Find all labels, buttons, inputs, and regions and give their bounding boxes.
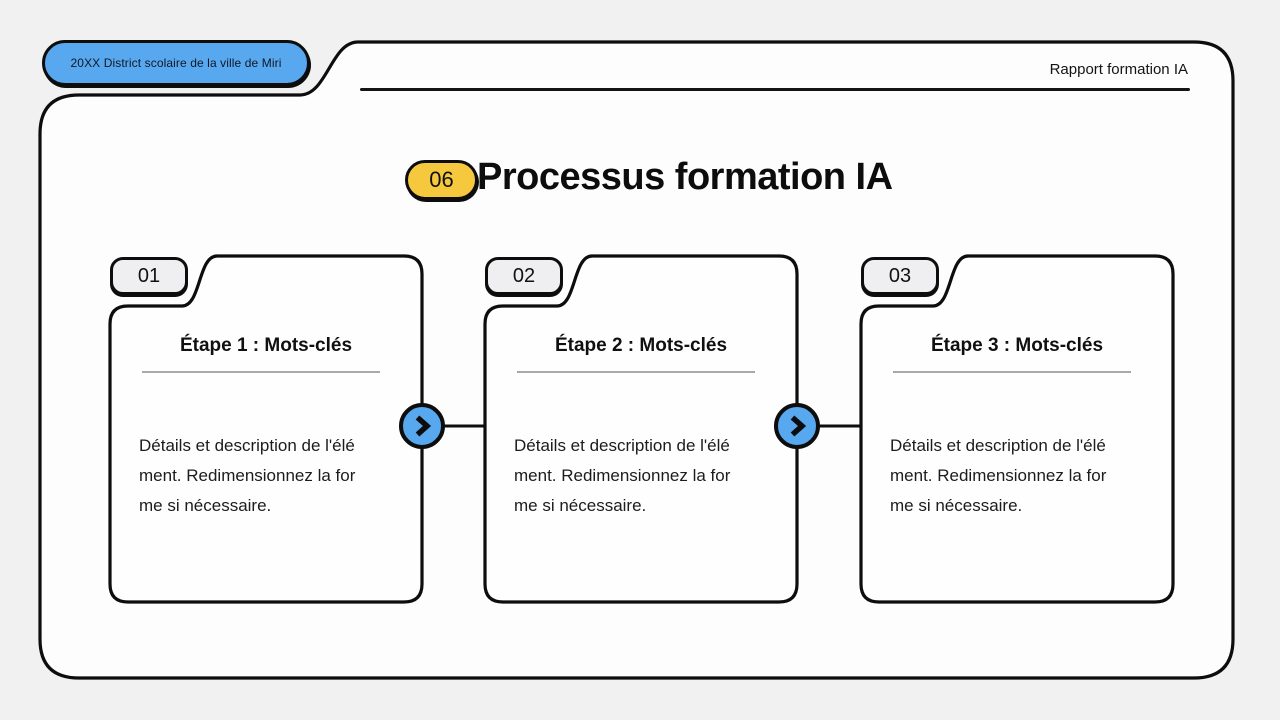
step-body-line: ment. Redimensionnez la for <box>890 466 1107 485</box>
header-underline <box>360 88 1190 91</box>
connector-circle-1 <box>399 403 445 449</box>
step-body-2: Détails et description de l'élé ment. Re… <box>514 431 794 521</box>
step-body-line: ment. Redimensionnez la for <box>514 466 731 485</box>
report-label: Rapport formation IA <box>1049 61 1188 78</box>
step-body-line: ment. Redimensionnez la for <box>139 466 356 485</box>
step-body-line: Détails et description de l'élé <box>890 436 1106 455</box>
step-number-1: 01 <box>137 264 161 287</box>
step-number-2: 02 <box>512 264 536 287</box>
step-divider-2 <box>517 371 755 373</box>
step-divider-3 <box>893 371 1131 373</box>
step-card-outline-3 <box>859 254 1175 604</box>
step-card-outline-2 <box>483 254 799 604</box>
step-heading-1: Étape 1 : Mots-clés <box>179 335 353 356</box>
step-tab-1: 01 <box>110 257 188 295</box>
step-body-line: me si nécessaire. <box>514 496 647 515</box>
step-card-outline-1 <box>108 254 424 604</box>
chapter-number: 06 <box>429 167 454 192</box>
step-body-1: Détails et description de l'élé ment. Re… <box>139 431 419 521</box>
step-body-3: Détails et description de l'élé ment. Re… <box>890 431 1170 521</box>
slide-title: Processus formation IA <box>477 156 893 198</box>
step-heading-3: Étape 3 : Mots-clés <box>930 335 1104 356</box>
step-tab-2: 02 <box>485 257 563 295</box>
chapter-number-pill: 06 <box>405 160 478 200</box>
connector-circle-2 <box>774 403 820 449</box>
chevron-right-icon-2 <box>790 415 807 437</box>
step-body-line: me si nécessaire. <box>890 496 1023 515</box>
chevron-right-icon-1 <box>415 415 432 437</box>
step-number-3: 03 <box>888 264 912 287</box>
step-heading-2: Étape 2 : Mots-clés <box>554 335 728 356</box>
step-body-line: Détails et description de l'élé <box>139 436 355 455</box>
district-badge: 20XX District scolaire de la ville de Mi… <box>42 40 310 86</box>
step-body-line: Détails et description de l'élé <box>514 436 730 455</box>
step-body-line: me si nécessaire. <box>139 496 272 515</box>
district-badge-label: 20XX District scolaire de la ville de Mi… <box>70 56 282 70</box>
step-tab-3: 03 <box>861 257 939 295</box>
step-divider-1 <box>142 371 380 373</box>
